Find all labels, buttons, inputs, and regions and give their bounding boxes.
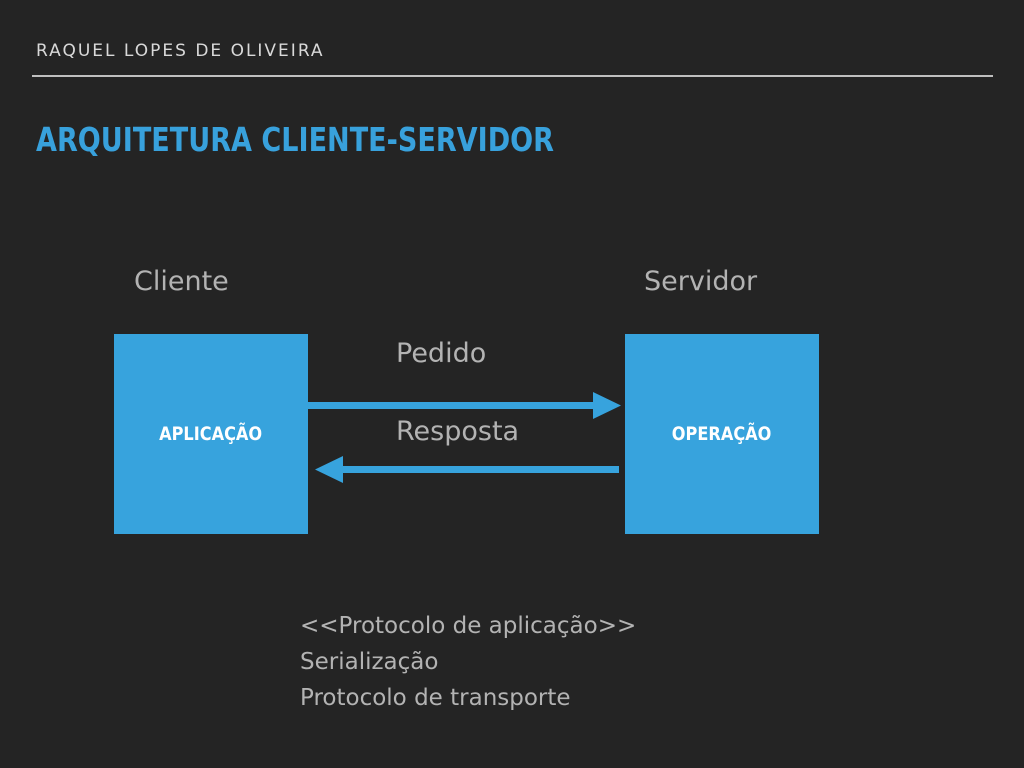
client-label: Cliente [134,266,229,297]
protocol-stack: <<Protocolo de aplicação>> Serialização … [300,608,636,716]
header-divider [32,75,993,77]
client-box-label: APLICAÇÃO [159,423,263,445]
server-operation-box: OPERAÇÃO [625,334,819,534]
slide-title: ARQUITETURA CLIENTE-SERVIDOR [36,120,555,159]
protocol-stack-item: Protocolo de transporte [300,685,571,711]
server-label: Servidor [644,266,758,297]
protocol-stack-item: <<Protocolo de aplicação>> [300,613,637,639]
response-label: Resposta [396,416,520,447]
request-arrow [308,392,621,419]
response-arrow [315,456,619,483]
request-label: Pedido [396,338,487,369]
protocol-stack-item: Serialização [300,649,439,675]
server-box-label: OPERAÇÃO [672,423,772,445]
client-application-box: APLICAÇÃO [114,334,308,534]
author-name: RAQUEL LOPES DE OLIVEIRA [36,41,325,61]
